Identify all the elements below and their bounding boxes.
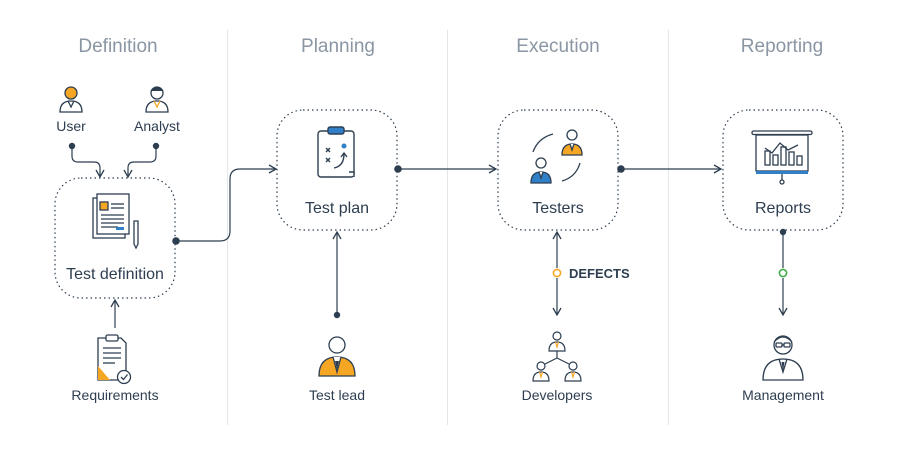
presentation-icon — [751, 130, 813, 185]
divider-2 — [447, 30, 448, 425]
test-lead-icon — [318, 336, 356, 377]
requirements-icon — [97, 334, 132, 385]
test-definition-label: Test definition — [66, 266, 164, 283]
testers-icon — [530, 129, 583, 184]
phase-title-planning: Planning — [301, 36, 375, 57]
developers-icon — [532, 331, 582, 382]
connector-user-to-definition — [68, 142, 105, 179]
connector-plan-to-testers — [394, 164, 498, 174]
user-label: User — [56, 118, 86, 134]
management-icon — [762, 335, 804, 381]
defects-node — [552, 268, 562, 278]
divider-1 — [227, 30, 228, 425]
connector-definition-to-plan — [172, 164, 278, 245]
clipboard-icon — [317, 126, 355, 178]
defects-label: DEFECTS — [569, 266, 630, 281]
analyst-label: Analyst — [134, 118, 180, 134]
test-plan-label: Test plan — [304, 200, 370, 217]
phase-title-execution: Execution — [516, 36, 600, 57]
user-icon — [59, 86, 83, 113]
reports-label: Reports — [754, 200, 812, 217]
connector-reports-to-management — [778, 228, 788, 317]
testers-label: Testers — [532, 200, 584, 217]
analyst-icon — [145, 86, 169, 113]
requirements-label: Requirements — [71, 387, 159, 403]
phase-title-reporting: Reporting — [740, 36, 824, 57]
management-label: Management — [742, 387, 824, 403]
connector-testers-to-reports — [617, 164, 723, 174]
phase-title-definition: Definition — [78, 36, 158, 57]
document-icon — [92, 193, 139, 250]
connector-testlead-to-plan — [332, 230, 342, 319]
developers-label: Developers — [521, 387, 593, 403]
test-lead-label: Test lead — [308, 387, 366, 403]
connector-analyst-to-definition — [123, 142, 160, 179]
connector-testers-developers — [552, 230, 562, 317]
management-node — [778, 268, 788, 278]
divider-3 — [668, 30, 669, 425]
